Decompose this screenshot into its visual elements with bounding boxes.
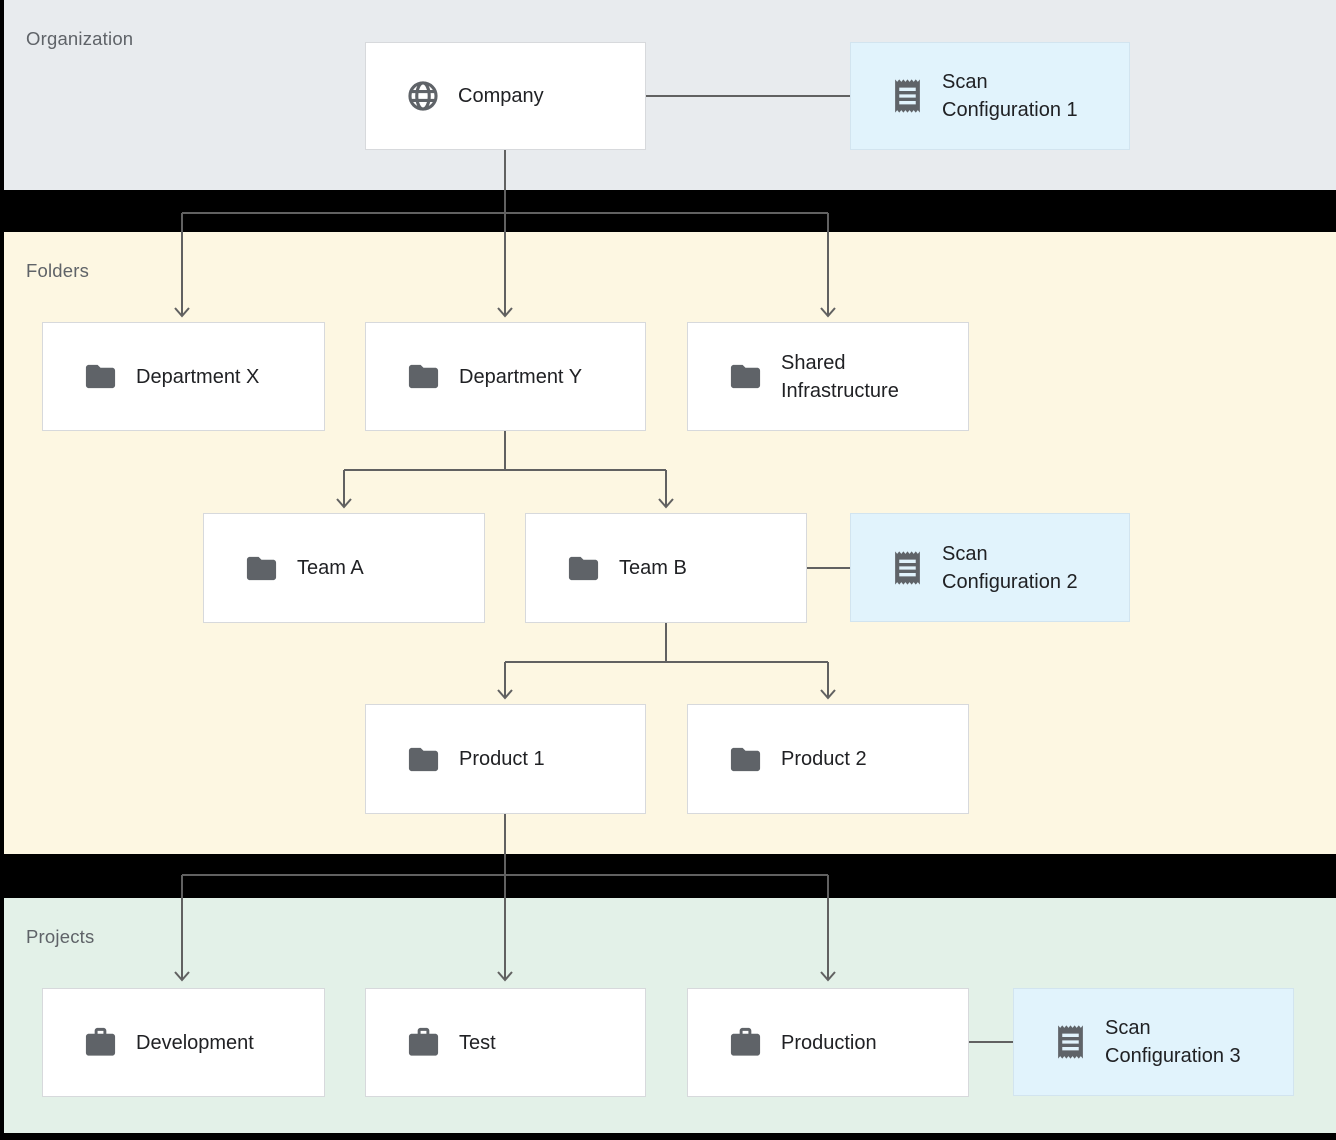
- folder-icon: [730, 747, 761, 771]
- node-scan-configuration-2-label: Scan Configuration 2: [942, 542, 1078, 593]
- globe-icon: [408, 81, 438, 111]
- node-department-y-label: Department Y: [459, 365, 583, 388]
- node-product-1: Product 1: [365, 704, 646, 814]
- node-production-label: Production: [781, 1031, 877, 1054]
- node-department-y: Department Y: [365, 322, 646, 431]
- band-organization-label: Organization: [26, 28, 134, 49]
- node-department-x: Department X: [42, 322, 325, 431]
- node-team-b: Team B: [525, 513, 807, 623]
- node-scan-configuration-2: Scan Configuration 2: [850, 513, 1130, 622]
- briefcase-icon: [730, 1027, 761, 1056]
- node-department-x-label: Department X: [136, 365, 260, 388]
- briefcase-icon: [85, 1027, 116, 1056]
- node-development: Development: [42, 988, 325, 1097]
- node-team-b-label: Team B: [619, 557, 687, 579]
- node-scan-configuration-1: Scan Configuration 1: [850, 42, 1130, 150]
- node-scan-configuration-1-label: Scan Configuration 1: [942, 71, 1078, 121]
- folder-icon: [408, 364, 439, 389]
- node-production: Production: [687, 988, 969, 1097]
- node-shared-infrastructure-label: Shared Infrastructure: [781, 351, 899, 402]
- node-product-2-label: Product 2: [781, 748, 867, 770]
- folder-icon: [408, 747, 439, 771]
- receipt-icon: [895, 79, 920, 113]
- folder-icon: [246, 556, 277, 580]
- node-product-2: Product 2: [687, 704, 969, 814]
- node-test-label: Test: [459, 1031, 496, 1054]
- briefcase-icon: [408, 1027, 439, 1056]
- folder-icon: [85, 364, 116, 389]
- node-company-label: Company: [458, 85, 544, 107]
- node-company: Company: [365, 42, 646, 150]
- node-shared-infrastructure: Shared Infrastructure: [687, 322, 969, 431]
- node-scan-configuration-3-label: Scan Configuration 3: [1105, 1017, 1241, 1067]
- band-folders-label: Folders: [26, 260, 90, 281]
- node-scan-configuration-3: Scan Configuration 3: [1013, 988, 1294, 1096]
- folder-icon: [730, 364, 761, 389]
- receipt-icon: [1058, 1025, 1083, 1059]
- band-organization: Organization: [4, 0, 1336, 190]
- node-development-label: Development: [136, 1031, 254, 1054]
- node-test: Test: [365, 988, 646, 1097]
- folder-icon: [568, 556, 599, 580]
- node-team-a: Team A: [203, 513, 485, 623]
- band-projects-label: Projects: [26, 926, 95, 947]
- node-product-1-label: Product 1: [459, 748, 545, 770]
- node-team-a-label: Team A: [297, 557, 364, 579]
- receipt-icon: [895, 550, 920, 585]
